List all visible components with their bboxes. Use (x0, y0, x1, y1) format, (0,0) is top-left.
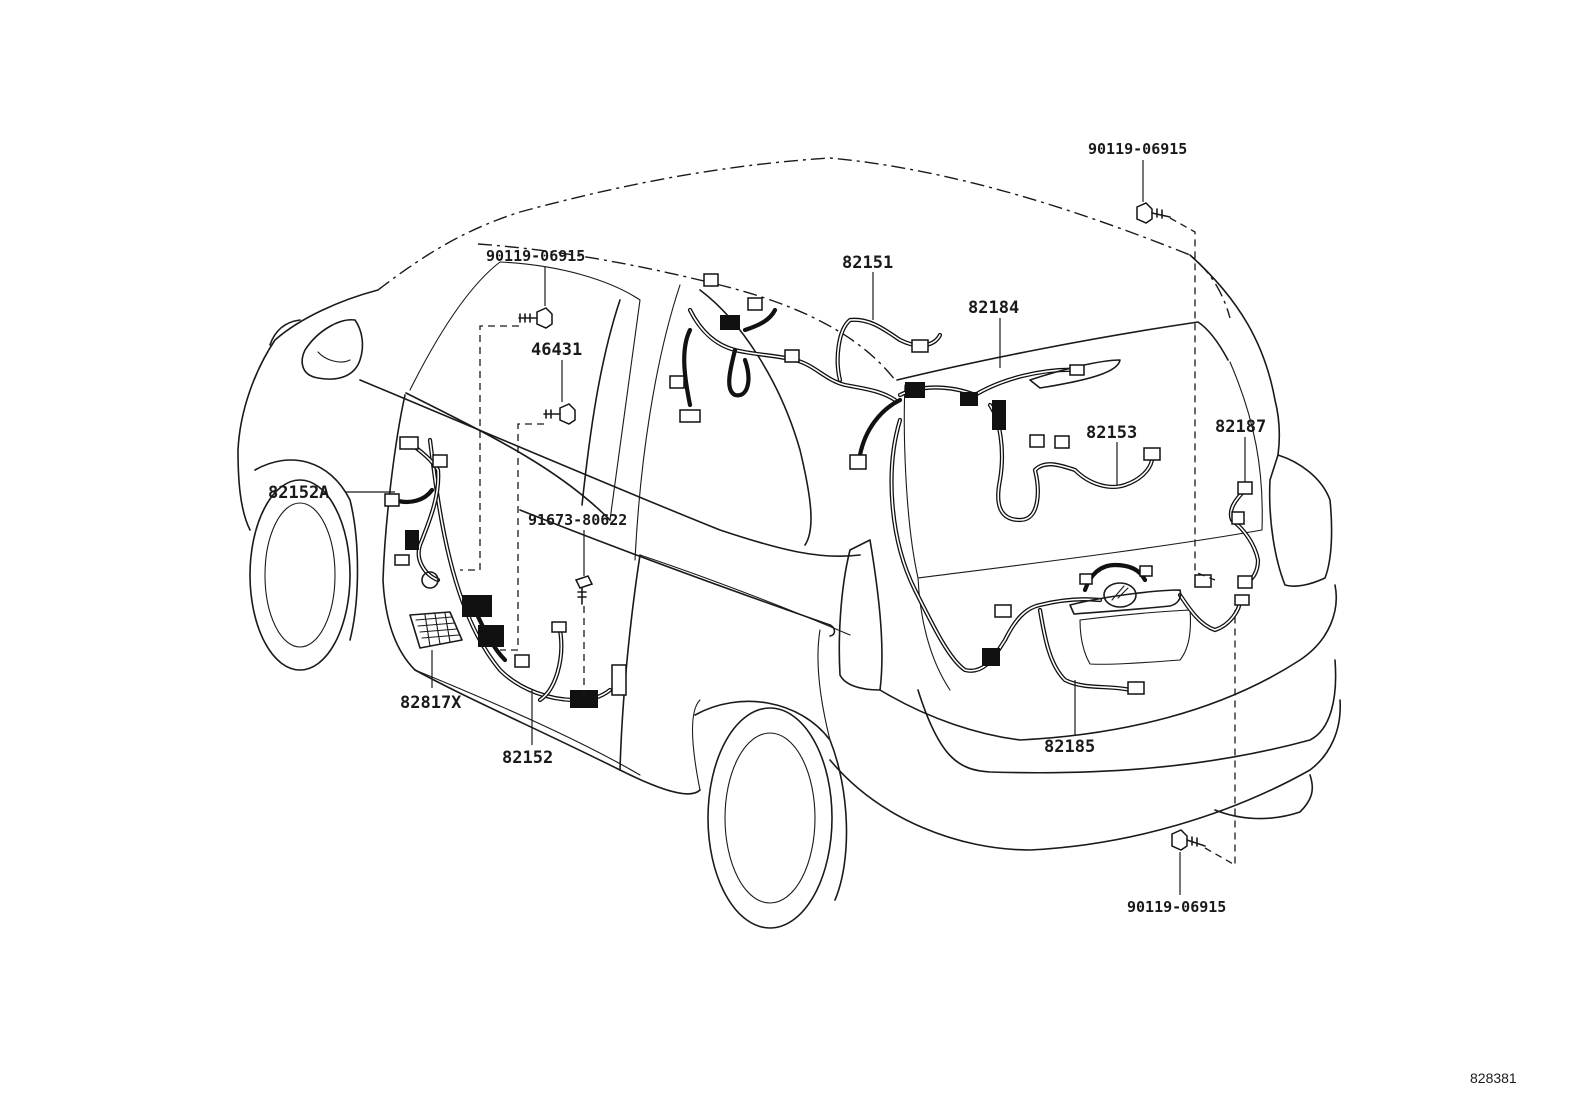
harness-82187 (1228, 481, 1261, 589)
label-90119-06915-top-right: 90119-06915 (1088, 140, 1187, 158)
label-82185: 82185 (1044, 737, 1095, 757)
label-90119-06915-top-left: 90119-06915 (486, 247, 585, 265)
harness-82152A (384, 436, 448, 589)
part-labels: 90119-06915 90119-06915 82151 82184 4643… (268, 140, 1266, 916)
label-82151: 82151 (842, 253, 893, 273)
label-82817X: 82817X (400, 693, 462, 713)
label-90119-06915-bottom: 90119-06915 (1127, 898, 1226, 916)
label-82152A: 82152A (268, 483, 329, 503)
label-82187: 82187 (1215, 417, 1266, 437)
clip-91673 (574, 575, 594, 605)
harness-82151 (669, 273, 943, 423)
vent-82817X (409, 611, 463, 649)
harness-82185 (889, 417, 1250, 695)
label-82153: 82153 (1086, 423, 1137, 443)
harness-82184 (849, 359, 1121, 470)
harness-82153 (987, 400, 1161, 523)
bolt-46431 (543, 403, 576, 425)
label-82152: 82152 (502, 748, 553, 768)
label-46431: 46431 (531, 340, 582, 360)
harness-82152 (427, 437, 627, 708)
bolt-90119-bottom (1171, 829, 1206, 851)
bolt-90119-top-left (518, 307, 553, 329)
figure-number: 828381 (1470, 1070, 1517, 1086)
label-91673-80622: 91673-80622 (528, 511, 627, 529)
label-82184: 82184 (968, 298, 1019, 318)
vehicle-body-outline (237, 157, 1341, 929)
bolt-90119-top-right (1136, 202, 1171, 224)
leader-lines (345, 160, 1246, 895)
